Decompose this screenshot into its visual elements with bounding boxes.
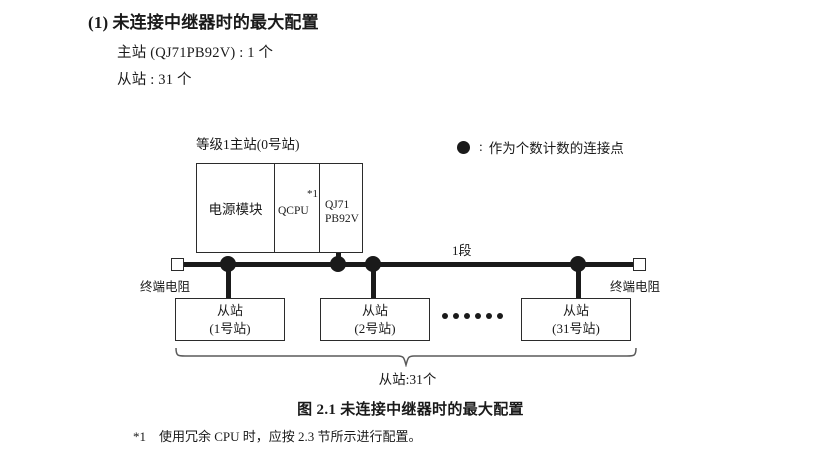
spec-line-slave: 从站 : 31 个: [117, 72, 192, 88]
ellipsis-dots-icon: [442, 313, 503, 319]
footnote: *1 使用冗余 CPU 时，应按 2.3 节所示进行配置。: [133, 426, 422, 445]
slave-drop-line-1: [226, 264, 231, 300]
section-number: (1): [88, 13, 109, 32]
slave-station-box-31: 从站 (31号站): [521, 298, 631, 341]
network-module-line1: QJ71: [325, 199, 350, 211]
slave-station-number-2: (2号站): [354, 320, 396, 336]
section-heading: (1)未连接中继器时的最大配置: [88, 8, 319, 33]
segment-label: 1段: [452, 243, 472, 258]
master-cell-network-module: QJ71 PB92V: [320, 164, 362, 252]
footnote-mark: *1: [133, 429, 146, 444]
slave-station-number-31: (31号站): [552, 320, 600, 336]
cpu-label: QCPU: [278, 205, 309, 217]
figure-caption: 图 2.1 未连接中继器时的最大配置: [297, 402, 524, 418]
slave-name-2: 从站: [361, 302, 388, 318]
slave-name-31: 从站: [562, 302, 589, 318]
filled-circle-icon: [457, 140, 470, 154]
terminator-right-icon: [633, 258, 646, 271]
terminator-left-label: 终端电阻: [140, 280, 191, 294]
master-station-label: 等级1主站(0号站): [196, 137, 300, 152]
slave-name-1: 从站: [216, 302, 243, 318]
slave-drop-line-31: [576, 264, 581, 300]
master-cell-cpu: *1 QCPU: [275, 164, 320, 252]
slave-station-box-1: 从站 (1号站): [175, 298, 285, 341]
terminator-right-label: 终端电阻: [610, 280, 661, 294]
master-station-box: 电源模块 *1 QCPU QJ71 PB92V: [196, 163, 363, 253]
footnote-text: 使用冗余 CPU 时，应按 2.3 节所示进行配置。: [159, 429, 422, 444]
connection-node-master: [330, 256, 346, 272]
legend: : 作为个数计数的连接点: [457, 137, 624, 157]
legend-label: 作为个数计数的连接点: [488, 141, 624, 156]
network-module-line2: PB92V: [325, 213, 359, 226]
spec-line-master: 主站 (QJ71PB92V) : 1 个: [117, 45, 274, 61]
cpu-footnote-mark: *1: [307, 188, 318, 200]
slave-total-label: 从站:31个: [378, 372, 437, 387]
slave-station-number-1: (1号站): [209, 320, 251, 336]
master-cell-power-supply: 电源模块: [197, 164, 275, 252]
slave-drop-line-2: [371, 264, 376, 300]
slave-count-brace: [174, 347, 638, 367]
bus-trunk-line: [182, 262, 637, 267]
slave-station-box-2: 从站 (2号站): [320, 298, 430, 341]
legend-separator: :: [479, 139, 483, 154]
section-title: 未连接中继器时的最大配置: [112, 13, 319, 32]
terminator-left-icon: [171, 258, 184, 271]
